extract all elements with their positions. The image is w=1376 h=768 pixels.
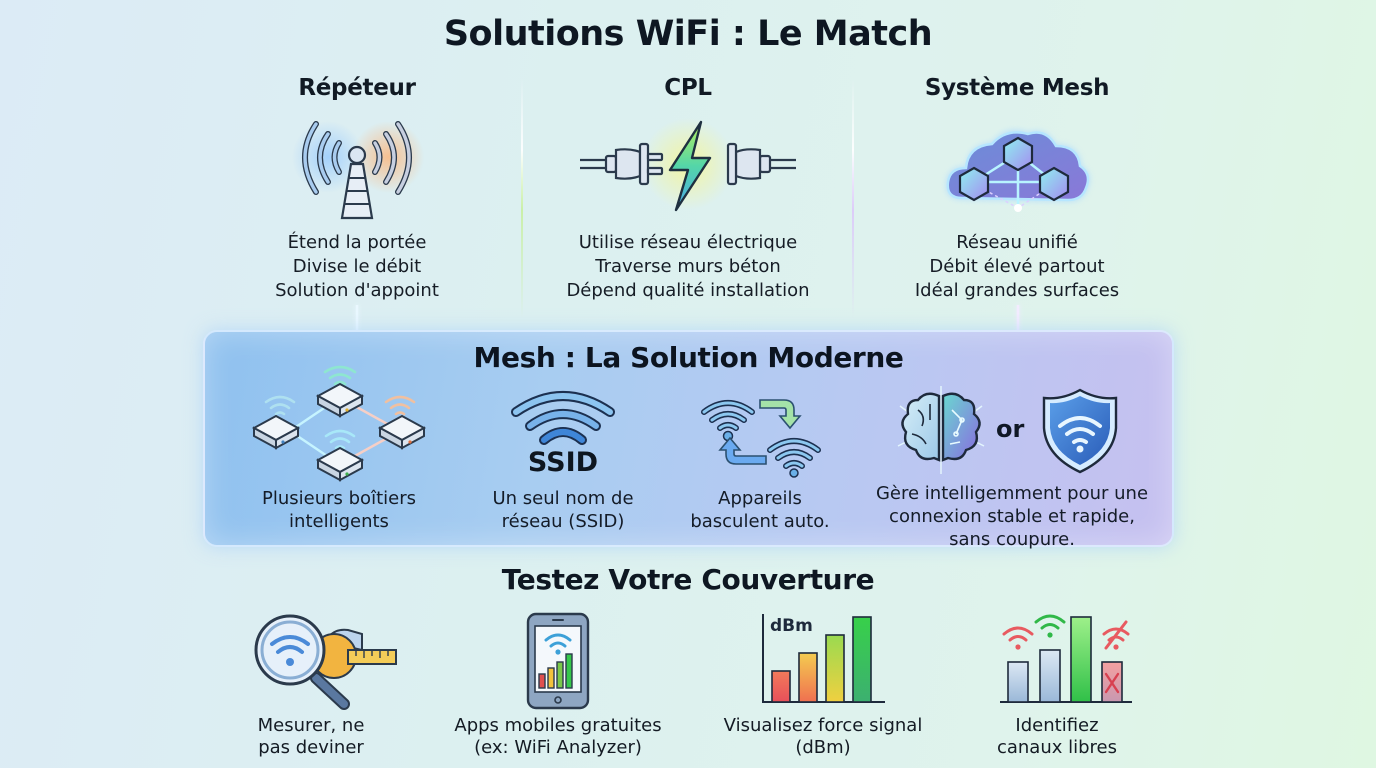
column-divider bbox=[521, 78, 523, 318]
caption-line: (dBm) bbox=[795, 737, 851, 758]
caption-line: Apps mobiles gratuites bbox=[454, 715, 662, 736]
caption-line: Plusieurs boîtiers bbox=[262, 488, 416, 509]
panel-title: Mesh : La Solution Moderne bbox=[473, 341, 904, 374]
channel-bars-icon bbox=[1000, 614, 1132, 703]
mesh-solution-panel bbox=[203, 330, 1174, 547]
magnifier-wifi-icon bbox=[254, 614, 397, 710]
feature-caption: Un seul nom de réseau (SSID) bbox=[453, 487, 673, 533]
caption-line: Gère intelligemment pour une bbox=[875, 483, 1149, 504]
wifi-switch-icon bbox=[701, 399, 821, 478]
test-caption: Mesurer, ne pas deviner bbox=[206, 715, 416, 759]
column-description: Étend la portée Divise le débit Solution… bbox=[207, 231, 507, 303]
column-title: Répéteur bbox=[298, 75, 416, 101]
ssid-badge: SSID bbox=[527, 447, 599, 478]
feature-caption: Appareils basculent auto. bbox=[660, 487, 860, 533]
caption-line: intelligents bbox=[289, 511, 389, 532]
description-line: Débit élevé partout bbox=[929, 256, 1105, 277]
wifi-shield-icon bbox=[1042, 388, 1118, 474]
test-caption: Identifiez canaux libres bbox=[962, 715, 1152, 759]
test-caption: Visualisez force signal (dBm) bbox=[700, 715, 946, 759]
description-line: Dépend qualité installation bbox=[566, 280, 810, 301]
mesh-nodes-icon bbox=[251, 365, 427, 482]
power-plug-icon bbox=[580, 118, 796, 212]
brain-icon bbox=[897, 386, 985, 474]
test-caption: Apps mobiles gratuites (ex: WiFi Analyze… bbox=[430, 715, 686, 759]
caption-line: sans coupure. bbox=[949, 529, 1075, 550]
or-connector: or bbox=[996, 415, 1025, 443]
caption-line: réseau (SSID) bbox=[501, 511, 625, 532]
caption-line: basculent auto. bbox=[690, 511, 830, 532]
column-divider bbox=[852, 78, 854, 318]
caption-line: Appareils bbox=[718, 488, 802, 509]
caption-line: Visualisez force signal bbox=[723, 715, 923, 736]
caption-line: canaux libres bbox=[996, 737, 1118, 758]
description-line: Solution d'appoint bbox=[275, 280, 439, 301]
feature-caption: Gère intelligemment pour une connexion s… bbox=[862, 482, 1162, 551]
description-line: Idéal grandes surfaces bbox=[914, 280, 1120, 301]
page-title: Solutions WiFi : Le Match bbox=[443, 14, 933, 54]
mesh-cloud-icon bbox=[945, 129, 1090, 212]
feature-caption: Plusieurs boîtiers intelligents bbox=[229, 487, 449, 533]
description-line: Étend la portée bbox=[287, 232, 427, 253]
dbm-axis-label: dBm bbox=[770, 616, 813, 636]
description-line: Traverse murs béton bbox=[595, 256, 781, 277]
caption-line: Identifiez bbox=[1015, 715, 1099, 736]
description-line: Réseau unifié bbox=[956, 232, 1078, 253]
column-description: Utilise réseau électrique Traverse murs … bbox=[538, 231, 838, 303]
caption-line: Mesurer, ne bbox=[257, 715, 365, 736]
column-title: Système Mesh bbox=[924, 75, 1110, 101]
column-title: CPL bbox=[664, 75, 712, 101]
ssid-wifi-icon bbox=[511, 391, 615, 445]
caption-line: connexion stable et rapide, bbox=[889, 506, 1135, 527]
antenna-icon bbox=[292, 121, 424, 220]
caption-line: (ex: WiFi Analyzer) bbox=[474, 737, 642, 758]
section-title: Testez Votre Couverture bbox=[501, 563, 875, 596]
description-line: Utilise réseau électrique bbox=[578, 232, 798, 253]
description-line: Divise le débit bbox=[292, 256, 422, 277]
smartphone-signal-icon bbox=[526, 612, 590, 710]
caption-line: pas deviner bbox=[258, 737, 364, 758]
column-description: Réseau unifié Débit élevé partout Idéal … bbox=[867, 231, 1167, 303]
dbm-bar-chart-icon bbox=[762, 614, 885, 703]
caption-line: Un seul nom de bbox=[492, 488, 634, 509]
